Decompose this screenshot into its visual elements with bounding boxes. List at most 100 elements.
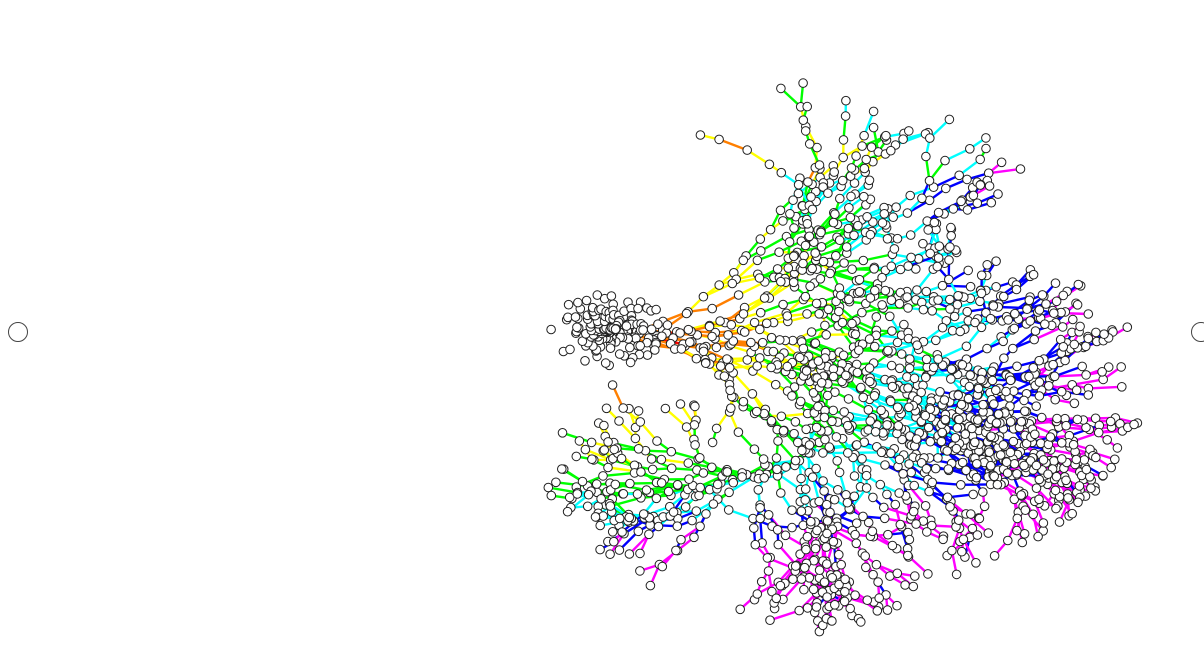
- graph-node: [691, 506, 702, 516]
- graph-node: [860, 551, 871, 561]
- graph-node: [618, 489, 629, 499]
- graph-node: [598, 471, 608, 481]
- graph-edge: [717, 138, 749, 152]
- graph-node: [1031, 483, 1042, 494]
- graph-node: [804, 440, 815, 450]
- graph-node: [876, 447, 887, 458]
- graph-node: [946, 222, 956, 233]
- graph-node: [854, 287, 865, 297]
- graph-node: [953, 515, 964, 526]
- graph-node: [802, 219, 813, 229]
- graph-node: [624, 549, 635, 559]
- graph-node: [856, 617, 866, 627]
- graph-node: [764, 159, 775, 170]
- graph-node: [683, 324, 694, 335]
- graph-node: [776, 276, 786, 287]
- graph-node: [726, 320, 737, 330]
- graph-node: [1081, 464, 1092, 475]
- graph-node: [856, 382, 866, 393]
- graph-node: [557, 428, 568, 438]
- graph-node: [1063, 493, 1073, 503]
- graph-node: [1069, 398, 1080, 409]
- graph-node: [633, 444, 644, 454]
- graph-node: [869, 391, 880, 401]
- graph-node: [796, 574, 807, 584]
- graph-node: [738, 309, 749, 319]
- graph-node: [905, 230, 916, 240]
- graph-node: [1110, 454, 1120, 465]
- graph-node: [880, 285, 891, 296]
- graph-node: [904, 363, 915, 374]
- graph-node: [660, 403, 671, 414]
- graph-node: [689, 532, 699, 543]
- graph-node: [772, 464, 782, 475]
- graph-node: [970, 317, 980, 328]
- graph-node: [752, 255, 763, 266]
- graph-node: [609, 444, 620, 455]
- graph-node: [1116, 362, 1126, 372]
- graph-node: [962, 306, 973, 317]
- graph-node: [987, 375, 998, 386]
- graph-node: [675, 399, 686, 409]
- graph-node: [1016, 416, 1027, 427]
- graph-node: [905, 190, 916, 201]
- graph-node: [563, 299, 574, 310]
- previous-circle-icon[interactable]: [8, 322, 28, 342]
- graph-node: [934, 241, 945, 251]
- graph-node: [808, 584, 819, 595]
- graph-node: [1001, 386, 1011, 397]
- graph-node: [749, 317, 760, 328]
- graph-node: [711, 342, 722, 353]
- graph-node: [858, 392, 869, 403]
- graph-node: [577, 476, 588, 487]
- graph-node: [950, 433, 961, 443]
- graph-node: [916, 387, 927, 398]
- graph-node: [904, 126, 914, 136]
- graph-node: [610, 479, 621, 490]
- graph-node: [946, 231, 957, 241]
- graph-node: [802, 603, 813, 613]
- graph-node: [810, 543, 821, 554]
- graph-node: [546, 490, 557, 501]
- graph-node: [819, 577, 830, 588]
- next-circle-icon[interactable]: [1191, 322, 1204, 342]
- graph-node: [580, 356, 590, 366]
- graph-node: [846, 191, 856, 202]
- graph-node: [982, 260, 993, 270]
- graph-node: [1041, 299, 1051, 309]
- graph-node: [842, 497, 853, 508]
- graph-node: [927, 477, 938, 488]
- graph-node: [793, 437, 803, 448]
- graph-node: [822, 528, 832, 539]
- graph-node: [921, 286, 932, 297]
- graph-node: [933, 207, 944, 218]
- graph-node: [695, 482, 706, 493]
- graph-node: [937, 427, 948, 438]
- graph-node: [937, 280, 948, 291]
- graph-node: [951, 569, 962, 580]
- graph-node: [906, 252, 916, 263]
- graph-node: [798, 115, 809, 125]
- graph-node: [722, 467, 733, 477]
- graph-node: [868, 122, 879, 133]
- graph-node: [918, 238, 928, 249]
- graph-node: [771, 453, 782, 463]
- graph-node: [1022, 304, 1032, 315]
- graph-node: [624, 512, 635, 523]
- graph-node: [607, 527, 618, 537]
- graph-node: [768, 346, 779, 357]
- graph-node: [993, 409, 1004, 420]
- graph-node: [1009, 386, 1019, 397]
- graph-edge: [997, 295, 1032, 306]
- graph-node: [755, 324, 765, 335]
- graph-node: [940, 155, 950, 166]
- graph-node: [1009, 323, 1020, 334]
- graph-node: [886, 360, 897, 371]
- graph-node: [972, 459, 982, 469]
- graph-node: [1030, 429, 1040, 440]
- graph-node: [1024, 371, 1034, 382]
- graph-node: [933, 354, 943, 364]
- graph-node: [657, 561, 668, 572]
- graph-node: [1068, 439, 1079, 450]
